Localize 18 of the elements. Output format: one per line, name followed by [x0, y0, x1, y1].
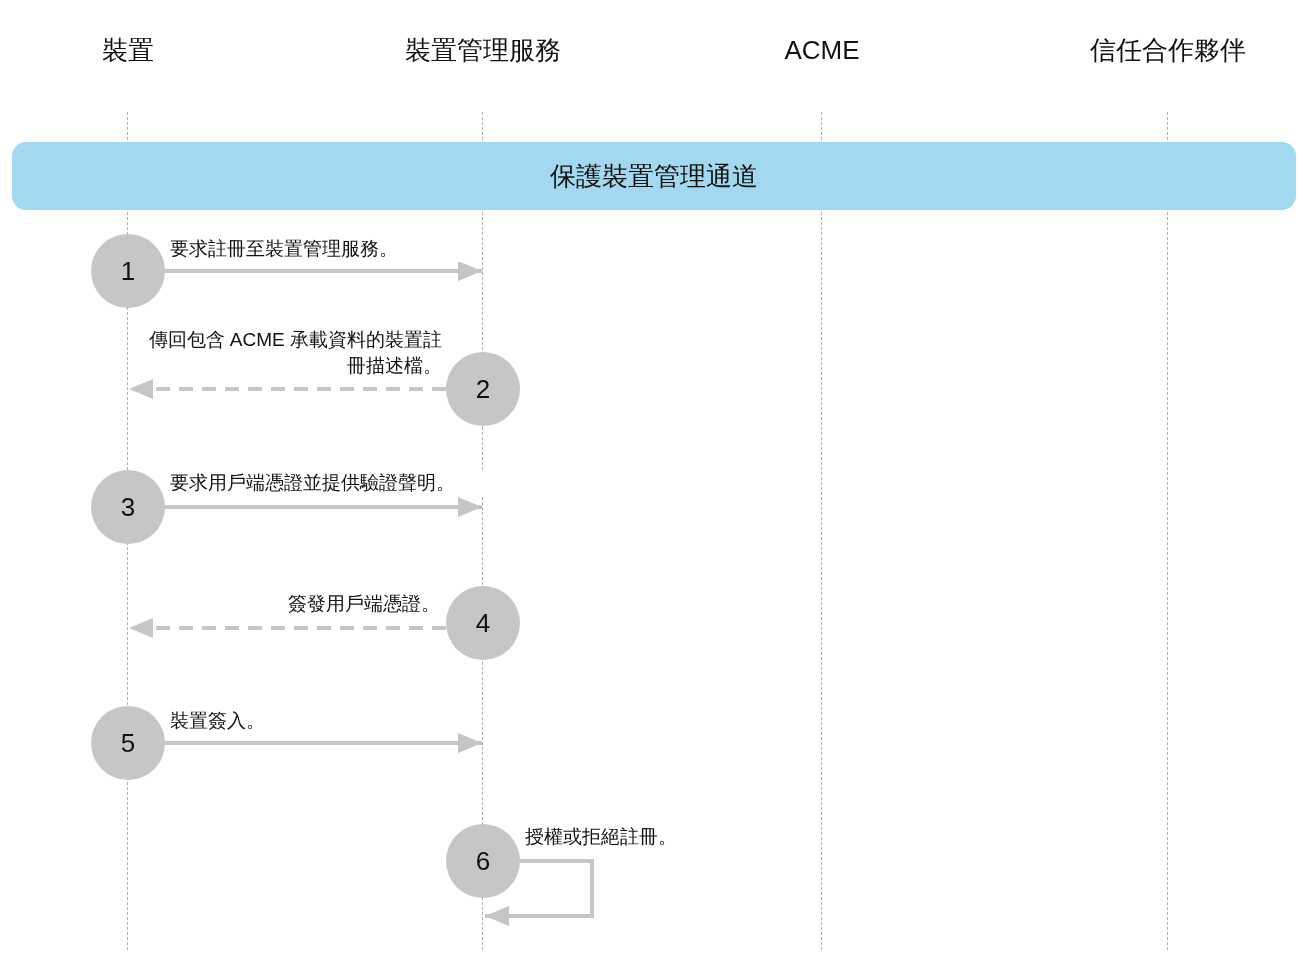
step-number: 3: [91, 470, 165, 544]
arrow: [129, 618, 446, 638]
lane-header: ACME: [702, 35, 942, 65]
arrow: [165, 733, 482, 753]
lane-header: 裝置: [8, 35, 248, 65]
step-number: 2: [446, 352, 520, 426]
arrow: [485, 859, 594, 926]
step-number: 4: [446, 586, 520, 660]
band-label: 保護裝置管理通道: [550, 159, 758, 193]
lane-header: 裝置管理服務: [363, 35, 603, 65]
lane-header: 信任合作夥伴: [1048, 35, 1288, 65]
arrow: [129, 379, 446, 399]
step-number: 5: [91, 706, 165, 780]
channel-band: [12, 142, 1296, 210]
step-number: 1: [91, 234, 165, 308]
arrow: [165, 497, 482, 517]
step-number: 6: [446, 824, 520, 898]
arrow: [165, 261, 482, 281]
